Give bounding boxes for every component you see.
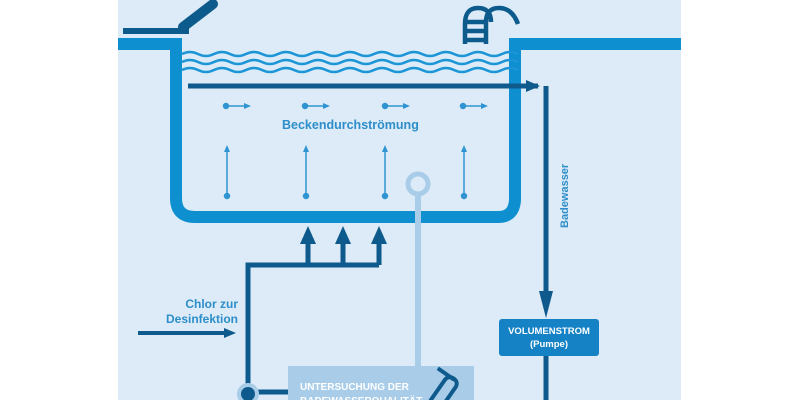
- analysis-label-line2: BADEWASSERQUALITÄT: [300, 396, 423, 407]
- pump-label: VOLUMENSTROM (Pumpe): [499, 322, 599, 355]
- bathwater-label: Badewasser: [559, 163, 571, 228]
- pool-circulation-diagram: Beckendurchströmung Chlor zur Desinfekti…: [118, 0, 681, 409]
- sampling-line: [405, 171, 431, 366]
- analysis-label-line1: UNTERSUCHUNG DER: [300, 382, 409, 393]
- chlorine-dosing-arrow: [138, 328, 236, 338]
- surface-outflow-pipe: [188, 80, 553, 400]
- chlorine-label-line2: Desinfektion: [165, 312, 238, 326]
- pool-ladder-icon: [462, 5, 521, 44]
- pump-box: [499, 319, 599, 356]
- diving-board-icon: [123, 0, 218, 34]
- ground-line-right: [509, 38, 681, 50]
- chlorine-label: Chlor zur Desinfektion: [140, 297, 238, 327]
- horizontal-flow-arrows: [222, 102, 488, 110]
- water-waves: [181, 50, 519, 74]
- chlorine-label-line1: Chlor zur: [185, 297, 238, 311]
- pump-label-line2: (Pumpe): [530, 339, 568, 350]
- pool-basin: [170, 44, 521, 223]
- ground-line-left: [118, 38, 182, 50]
- junction-node: [237, 383, 259, 405]
- pump-label-line1: VOLUMENSTROM: [508, 326, 590, 337]
- flow-label: Beckendurchströmung: [282, 118, 419, 132]
- analysis-label: UNTERSUCHUNG DER BADEWASSERQUALITÄT: [300, 381, 422, 409]
- diagram-svg: [118, 0, 681, 409]
- vertical-flow-arrows: [223, 145, 468, 200]
- inflow-arrowheads: [300, 226, 387, 244]
